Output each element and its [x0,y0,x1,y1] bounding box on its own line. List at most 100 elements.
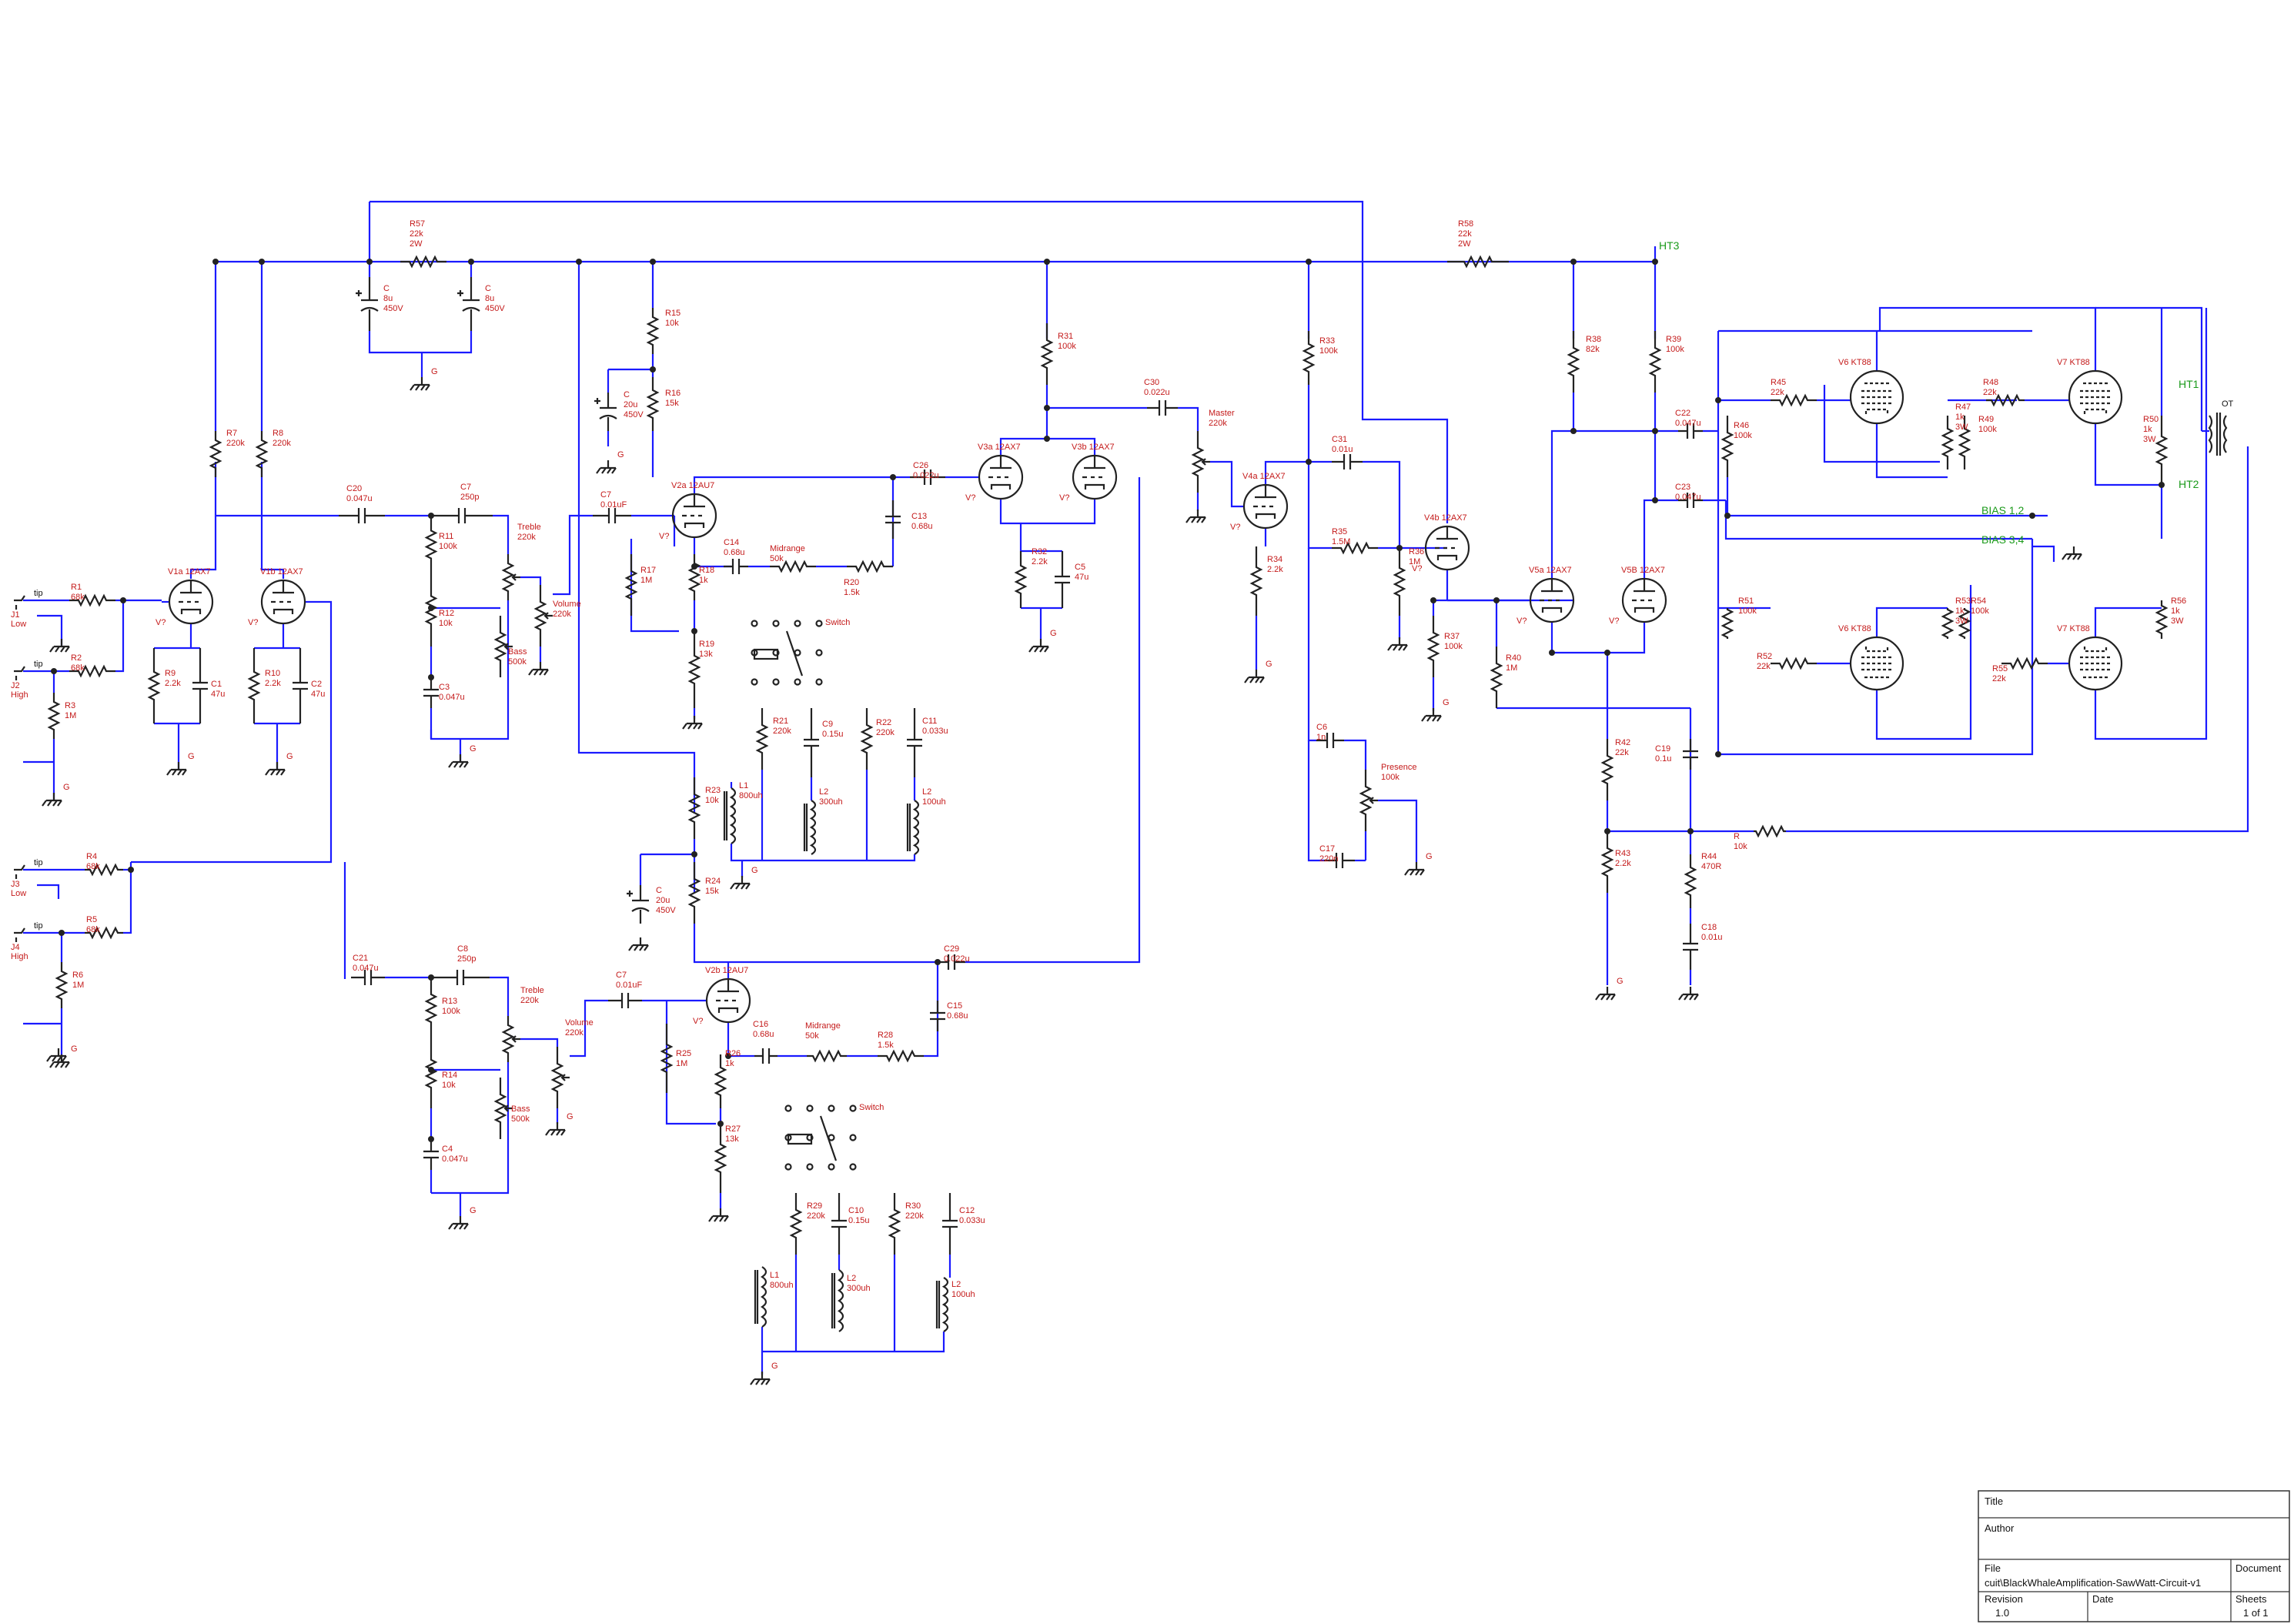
c_20u-text: 450V [656,906,676,915]
ground-symbol [628,937,649,951]
wire [999,499,1096,525]
r33-text: 100k [1319,346,1338,356]
resistor-midrange [807,1049,847,1063]
ground-symbol [528,662,549,676]
wire [260,462,285,579]
c16-text: 0.68u [753,1030,774,1039]
r2-text: 68k [71,663,85,673]
junction-dot [1715,751,1721,757]
capacitor-c23 [1678,493,1703,508]
v5a-label: V5a 12AX7 [1529,566,1572,575]
r55-text: R55 [1992,664,2008,673]
r35-text: R35 [1332,527,1347,536]
junction-dot [366,259,373,265]
j1-text: J1 [11,610,20,620]
c8-text: 250p [457,954,476,964]
net-label-ht2: HT2 [2179,478,2199,490]
capacitor-c7a [431,508,493,523]
c7b-text: 0.01uF [600,500,627,510]
input-jack-j1[interactable] [14,595,25,610]
c2-text: C2 [311,680,322,689]
r16-text: 15k [665,399,679,408]
r28-text: 1.5k [878,1041,894,1050]
c14-text: 0.68u [724,548,745,557]
wire [2094,308,2208,740]
v3b-label: V3b 12AX7 [1072,443,1115,452]
junction-dot [1724,513,1731,519]
resistor-r40 [1490,647,1503,708]
ground-label: G [1443,698,1450,707]
l1-text: 800uh [770,1281,794,1290]
ground-symbol [1678,987,1699,1001]
switch-s2[interactable] [784,1104,857,1171]
r36-text: 1M [1409,557,1420,566]
r57-text: R57 [410,219,425,229]
wire [520,576,542,585]
bass-text: Bass [508,647,527,657]
ground-label: G [751,866,758,875]
resistor-r37 [1426,616,1440,677]
potentiometer-bass [503,643,513,650]
resistor-r2 [69,664,115,678]
r34-text: R34 [1267,555,1282,564]
wire [37,614,63,647]
v1b-label: V1b 12AX7 [260,567,303,576]
c12-text: C12 [959,1206,975,1215]
r9-text: 2.2k [165,679,181,688]
j1-text: Low [11,620,26,629]
wire [2094,423,2162,486]
ground-symbol [448,754,469,768]
revision-label: Revision [1985,1593,2023,1605]
input-jack-j4[interactable] [14,927,25,942]
ground-symbol [1028,639,1049,653]
resistor-r32 [1014,551,1028,608]
r20-text: R20 [844,578,859,587]
r39-text: 100k [1666,345,1684,354]
j3-text: Low [11,889,26,898]
v1a-ref: V? [155,618,166,627]
resistor-r30 [888,1193,901,1255]
volume-text: Volume [565,1018,594,1028]
r49-text: R49 [1978,415,1994,424]
switch-s1[interactable] [751,620,823,686]
junction-dot [428,1067,434,1073]
junction-dot [120,597,126,603]
input-jack-j2[interactable] [14,666,25,680]
r5-text: R5 [86,915,97,924]
j3-text: J3 [11,880,20,889]
wire [1550,622,1646,654]
r48-text: 22k [1983,388,1997,397]
junction-dot [1652,428,1658,434]
electrolytic-c_filter [457,277,480,331]
c_20u-text: 450V [624,410,644,419]
capacitor-c21 [351,970,385,985]
ground-symbol [708,1208,729,1222]
c9-text: 0.15u [822,730,844,739]
wire [1550,429,1573,579]
r54-text: R54 [1971,596,1986,606]
r15-text: R15 [665,309,681,318]
r46-text: R46 [1734,421,1749,430]
l2a-text: L2 [819,787,828,797]
revision-value: 1.0 [1995,1607,2009,1619]
r48-text: R48 [1983,378,1998,387]
input-jack-j3[interactable] [14,864,25,879]
capacitor-c20 [339,508,385,523]
r52-text: 22k [1757,662,1771,671]
potentiometer-presence [1369,797,1378,804]
r5-text: 68k [86,925,100,934]
wire [1210,460,1244,508]
wire [1344,739,1367,770]
r37-text: 100k [1444,642,1463,651]
r10-text: R10 [265,669,280,678]
l2b-text: 100uh [951,1290,975,1299]
r32-text: R32 [1032,547,1047,556]
l2a-text: 300uh [819,797,843,807]
r23-text: R23 [705,786,721,795]
wire [630,539,679,633]
r7-text: R7 [226,429,237,438]
r56-text: R56 [2171,596,2186,606]
ground-symbol [49,1054,70,1068]
r43-text: 2.2k [1615,859,1631,868]
junction-dot [2029,513,2035,519]
